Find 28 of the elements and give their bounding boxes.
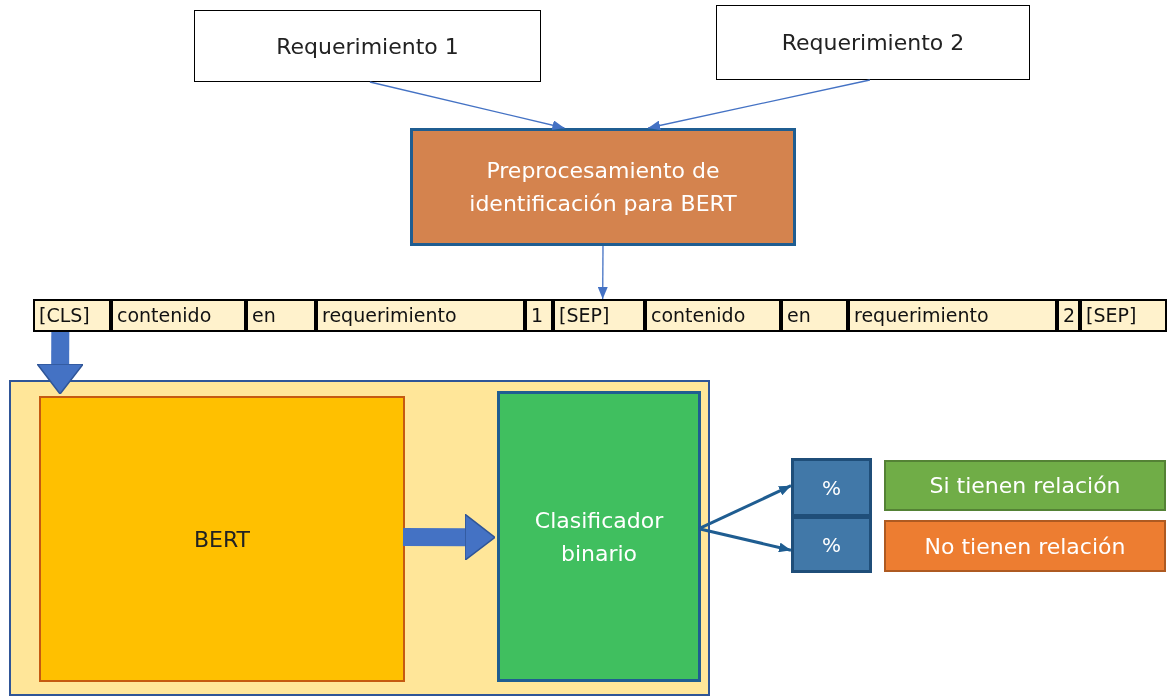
process-box: Preprocesamiento de identificación para BERT: [410, 128, 796, 246]
token-cell: [CLS]: [33, 299, 111, 332]
arrow: [369, 81, 566, 131]
token-cell: 2: [1057, 299, 1080, 332]
result-box: No tienen relación: [884, 520, 1166, 572]
token-cell: [SEP]: [1080, 299, 1167, 332]
token-cell: en: [781, 299, 848, 332]
input-box: Requerimiento 2: [716, 5, 1030, 80]
token-cell: contenido: [111, 299, 246, 332]
token-cell: requerimiento: [848, 299, 1057, 332]
arrow: [698, 484, 792, 531]
block-arrow: [36, 331, 84, 395]
arrow: [597, 245, 608, 300]
classifier-box: Clasificador binario: [497, 391, 701, 682]
container-panel: [9, 380, 710, 696]
block-arrow: [402, 513, 496, 562]
model-box: BERT: [39, 396, 405, 682]
arrow: [698, 527, 792, 553]
token-cell: en: [246, 299, 316, 332]
percentage-box: %: [791, 458, 872, 517]
token-cell: [SEP]: [553, 299, 645, 332]
percentage-box: %: [791, 516, 872, 573]
token-cell: requerimiento: [316, 299, 525, 332]
result-box: Si tienen relación: [884, 460, 1166, 511]
token-cell: 1: [525, 299, 553, 332]
arrow: [647, 79, 871, 131]
input-box: Requerimiento 1: [194, 10, 541, 82]
token-cell: contenido: [645, 299, 781, 332]
